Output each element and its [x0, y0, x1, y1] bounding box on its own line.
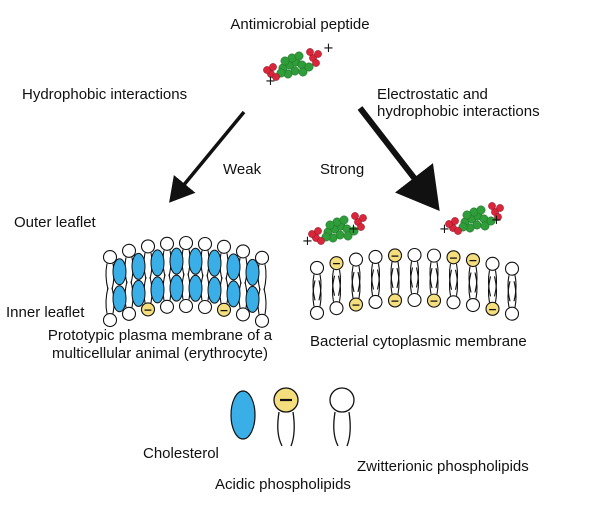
- acidic-lipid: −: [387, 267, 403, 308]
- erythrocyte-membrane: −−: [102, 235, 270, 328]
- zwitterionic-lipid: [504, 281, 520, 321]
- zwitterionic-lipid: [407, 247, 422, 288]
- acidic-lipid: −: [465, 252, 481, 293]
- cholesterol-molecule: [245, 285, 260, 313]
- erythrocyte-caption-line1: Prototypic plasma membrane of a: [47, 327, 273, 344]
- acidic-lipid: −: [348, 271, 364, 312]
- positive-charge-icon: +: [439, 222, 450, 237]
- bacterial-membrane: −−−−−−−−: [309, 247, 520, 321]
- positive-charge-icon: +: [491, 213, 502, 228]
- bound-peptide-icon: ++: [302, 212, 367, 249]
- erythrocyte-caption-line2: multicellular animal (erythrocyte): [52, 345, 268, 362]
- cholesterol-molecule: [169, 274, 184, 302]
- cholesterol-molecule: [226, 280, 241, 308]
- positive-charge-icon: +: [265, 74, 276, 89]
- positive-charge-icon: +: [323, 41, 334, 56]
- zwitterionic-lipid: [465, 272, 481, 313]
- zwitterionic-lipid: [309, 260, 325, 301]
- cholesterol-molecule: [131, 252, 146, 280]
- diagram-title: Antimicrobial peptide: [230, 16, 370, 33]
- hydrophobic-interactions-label: Hydrophobic interactions: [22, 86, 188, 103]
- negative-charge-icon: −: [429, 295, 438, 308]
- acidic-lipid: −: [426, 267, 442, 308]
- cholesterol-molecule: [245, 258, 260, 286]
- strong-label: Strong: [320, 161, 365, 178]
- acidic-legend-label: Acidic phospholipids: [215, 476, 351, 493]
- acidic-lipid: −: [387, 248, 403, 289]
- negative-charge-icon: −: [488, 303, 497, 316]
- negative-charge-icon: −: [468, 254, 477, 267]
- zwitterionic-lipid: [159, 274, 175, 314]
- zwitterionic-lipid: [329, 275, 344, 316]
- acidic-lipid: −: [329, 256, 344, 296]
- negative-charge-icon: −: [390, 294, 399, 307]
- acidic-lipid: −: [446, 250, 461, 290]
- negative-charge-icon: −: [143, 303, 152, 316]
- cholesterol-molecule: [188, 274, 203, 302]
- electrostatic-label-line2: hydrophobic interactions: [377, 103, 540, 120]
- cholesterol-molecule: [150, 276, 165, 304]
- zwitterionic-lipid: [446, 269, 461, 310]
- acidic-phospholipid-legend-icon: [273, 387, 299, 447]
- cholesterol-molecule: [150, 249, 165, 277]
- negative-charge-icon: −: [332, 257, 341, 270]
- negative-charge-icon: −: [449, 251, 458, 264]
- zwitterionic-legend-label: Zwitterionic phospholipids: [357, 458, 529, 475]
- zwitterionic-lipid: [504, 261, 520, 302]
- cholesterol-legend-label: Cholesterol: [143, 445, 219, 462]
- cholesterol-molecule: [226, 253, 241, 281]
- negative-charge-icon: −: [219, 304, 228, 317]
- cholesterol-molecule: [131, 279, 146, 307]
- cholesterol-molecule: [207, 276, 222, 304]
- positive-charge-icon: +: [348, 222, 359, 237]
- bound-peptide-icon: ++: [439, 202, 504, 237]
- acidic-lipid: −: [485, 276, 500, 316]
- cholesterol-molecule: [169, 247, 184, 275]
- weak-label: Weak: [223, 161, 262, 178]
- zwitterionic-lipid: [309, 280, 325, 320]
- zwitterionic-lipid: [368, 269, 383, 310]
- zwitterionic-lipid: [407, 267, 422, 308]
- negative-charge-icon: −: [390, 249, 399, 262]
- bacterial-caption: Bacterial cytoplasmic membrane: [310, 333, 527, 350]
- inner-leaflet-label: Inner leaflet: [6, 304, 85, 321]
- zwitterionic-lipid: [485, 256, 500, 297]
- cholesterol-molecule: [188, 247, 203, 275]
- weak-arrow: [169, 110, 246, 203]
- zwitterionic-phospholipid-legend-icon: [329, 387, 355, 447]
- zwitterionic-lipid: [254, 288, 270, 328]
- antimicrobial-peptide-icon: ++: [263, 41, 334, 89]
- positive-charge-icon: +: [302, 234, 313, 249]
- zwitterionic-lipid: [348, 252, 364, 293]
- cholesterol-molecule: [207, 249, 222, 277]
- cholesterol-molecule: [112, 285, 127, 313]
- strong-arrow: [357, 106, 440, 211]
- zwitterionic-lipid: [426, 248, 442, 289]
- cholesterol-molecule: [112, 258, 127, 286]
- electrostatic-label-line1: Electrostatic and: [377, 86, 488, 103]
- zwitterionic-lipid: [368, 249, 383, 290]
- outer-leaflet-label: Outer leaflet: [14, 214, 96, 231]
- negative-charge-icon: −: [351, 299, 360, 312]
- cholesterol-legend-icon: [230, 390, 256, 440]
- zwitterionic-lipid: [216, 239, 232, 280]
